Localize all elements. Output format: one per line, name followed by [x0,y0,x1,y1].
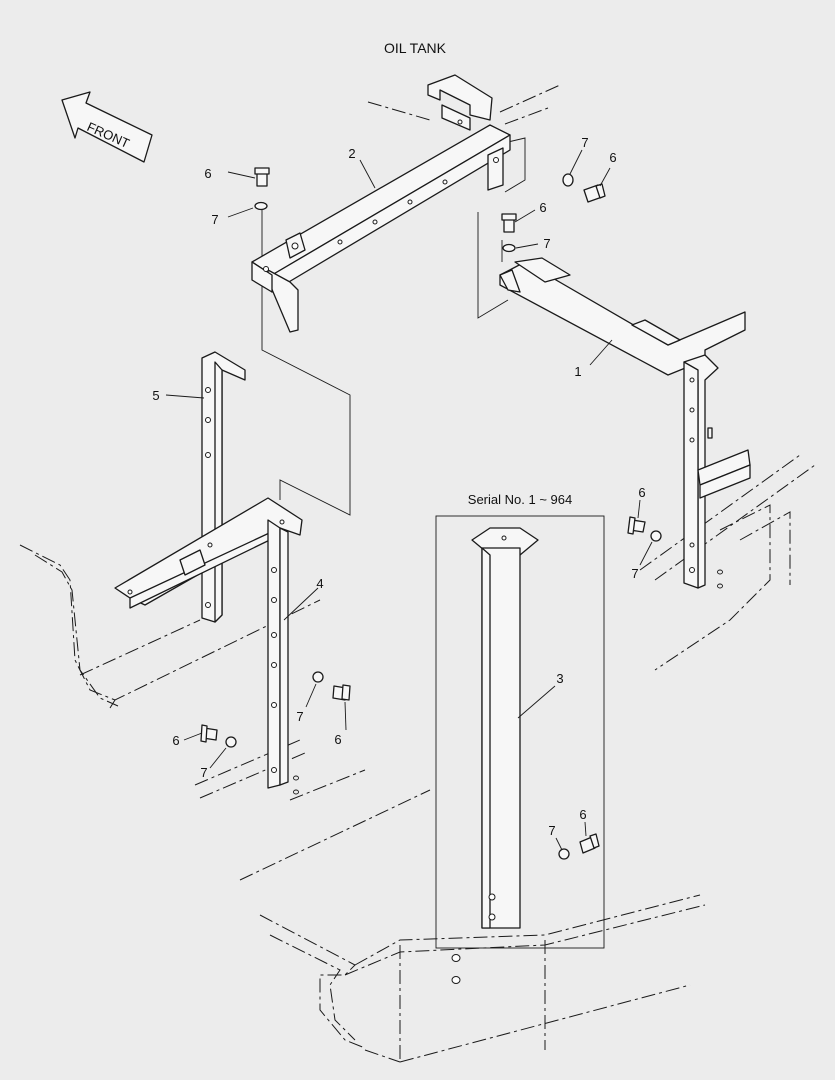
small-o-marks [293,569,723,795]
callout-washer-c: 7 [543,236,550,251]
diagram-title: OIL TANK [384,40,447,56]
part-1-right-frame[interactable] [499,257,751,589]
callout-4: 4 [316,576,323,591]
callout-washer-b: 7 [581,135,588,150]
callout-3: 3 [556,671,563,686]
callout-bolt-d: 6 [638,485,645,500]
fastener-set-d[interactable] [627,516,662,542]
callout-washer-a: 7 [211,212,218,227]
front-arrow-icon: FRONT [61,91,153,163]
callout-5: 5 [152,388,159,403]
part-2-upper-crossmember[interactable] [251,74,511,333]
fastener-set-c[interactable] [501,213,517,253]
fastener-set-b[interactable] [562,173,606,203]
part-3-support-column[interactable] [451,527,539,984]
callout-washer-f: 7 [200,765,207,780]
part-5-left-post[interactable] [201,351,246,623]
fastener-set-a[interactable] [254,167,270,211]
assembly-guide-lines [261,137,526,516]
callout-bolt-g: 6 [579,807,586,822]
callout-bolt-a: 6 [204,166,211,181]
callout-bolt-f: 6 [172,733,179,748]
callout-1: 1 [574,364,581,379]
leader-lines [165,149,653,851]
callout-labels: 2 1 3 4 5 6 7 7 6 6 7 6 7 7 6 6 7 7 6 [152,135,645,838]
callout-washer-d: 7 [631,566,638,581]
fastener-set-g[interactable] [558,833,600,860]
serial-variant-box: Serial No. 1 ~ 964 [435,492,605,949]
callout-bolt-b: 6 [609,150,616,165]
callout-2: 2 [348,146,355,161]
callout-washer-e: 7 [296,709,303,724]
fastener-set-f[interactable] [200,724,237,748]
part-4-lower-bracket[interactable] [114,497,303,789]
serial-box-label: Serial No. 1 ~ 964 [468,492,572,507]
callout-bolt-e: 6 [334,732,341,747]
callout-bolt-c: 6 [539,200,546,215]
fastener-set-e[interactable] [312,671,351,701]
callout-washer-g: 7 [548,823,555,838]
